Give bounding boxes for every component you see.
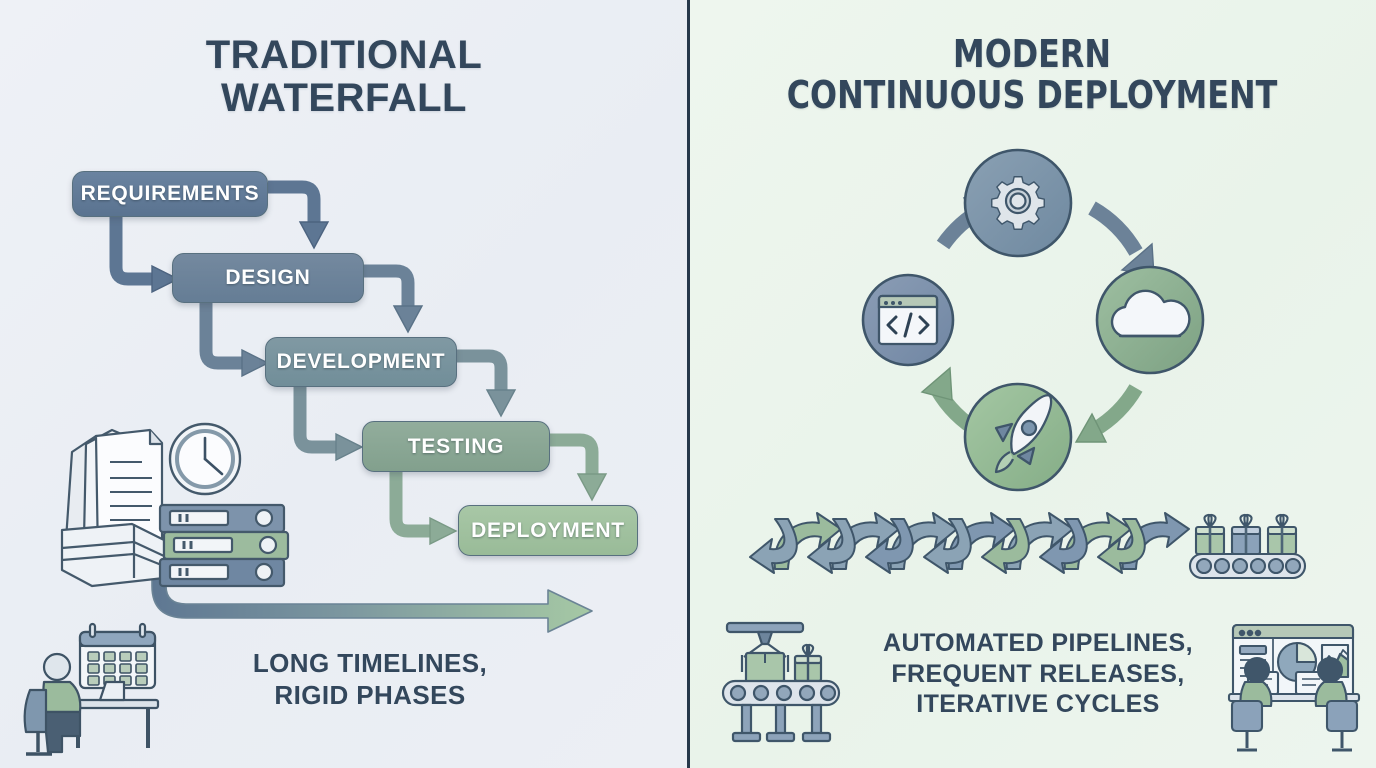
phase-label-deployment: DEPLOYMENT: [471, 518, 625, 542]
phase-label-design: DESIGN: [225, 266, 311, 289]
left-panel-caption: LONG TIMELINES, RIGID PHASES: [170, 648, 570, 711]
right-title-line-2: CONTINUOUS DEPLOYMENT: [786, 73, 1278, 118]
right-caption-line-2: FREQUENT RELEASES,: [891, 659, 1185, 688]
right-panel-caption: AUTOMATED PIPELINES, FREQUENT RELEASES, …: [838, 628, 1238, 720]
left-caption-line-2: RIGID PHASES: [274, 679, 466, 710]
phase-box-development[interactable]: DEVELOPMENT: [265, 337, 457, 387]
phase-box-testing[interactable]: TESTING: [362, 421, 550, 472]
left-caption-line-1: LONG TIMELINES,: [252, 648, 488, 678]
left-title-line-1: TRADITIONAL: [205, 33, 483, 77]
phase-label-development: DEVELOPMENT: [276, 350, 446, 373]
phase-label-requirements: REQUIREMENTS: [80, 182, 260, 205]
left-panel-title: TRADITIONAL WATERFALL: [40, 33, 648, 121]
right-caption-line-1: AUTOMATED PIPELINES,: [883, 629, 1193, 657]
phase-box-requirements[interactable]: REQUIREMENTS: [72, 171, 268, 217]
right-title-line-1: MODERN: [953, 32, 1111, 76]
phase-box-deployment[interactable]: DEPLOYMENT: [458, 505, 638, 556]
phase-box-design[interactable]: DESIGN: [172, 253, 364, 303]
right-caption-line-3: ITERATIVE CYCLES: [916, 690, 1160, 718]
right-panel-title: MODERN CONTINUOUS DEPLOYMENT: [712, 32, 1352, 118]
phase-label-testing: TESTING: [407, 434, 505, 458]
left-title-line-2: WATERFALL: [221, 76, 467, 121]
panel-divider: [687, 0, 690, 768]
